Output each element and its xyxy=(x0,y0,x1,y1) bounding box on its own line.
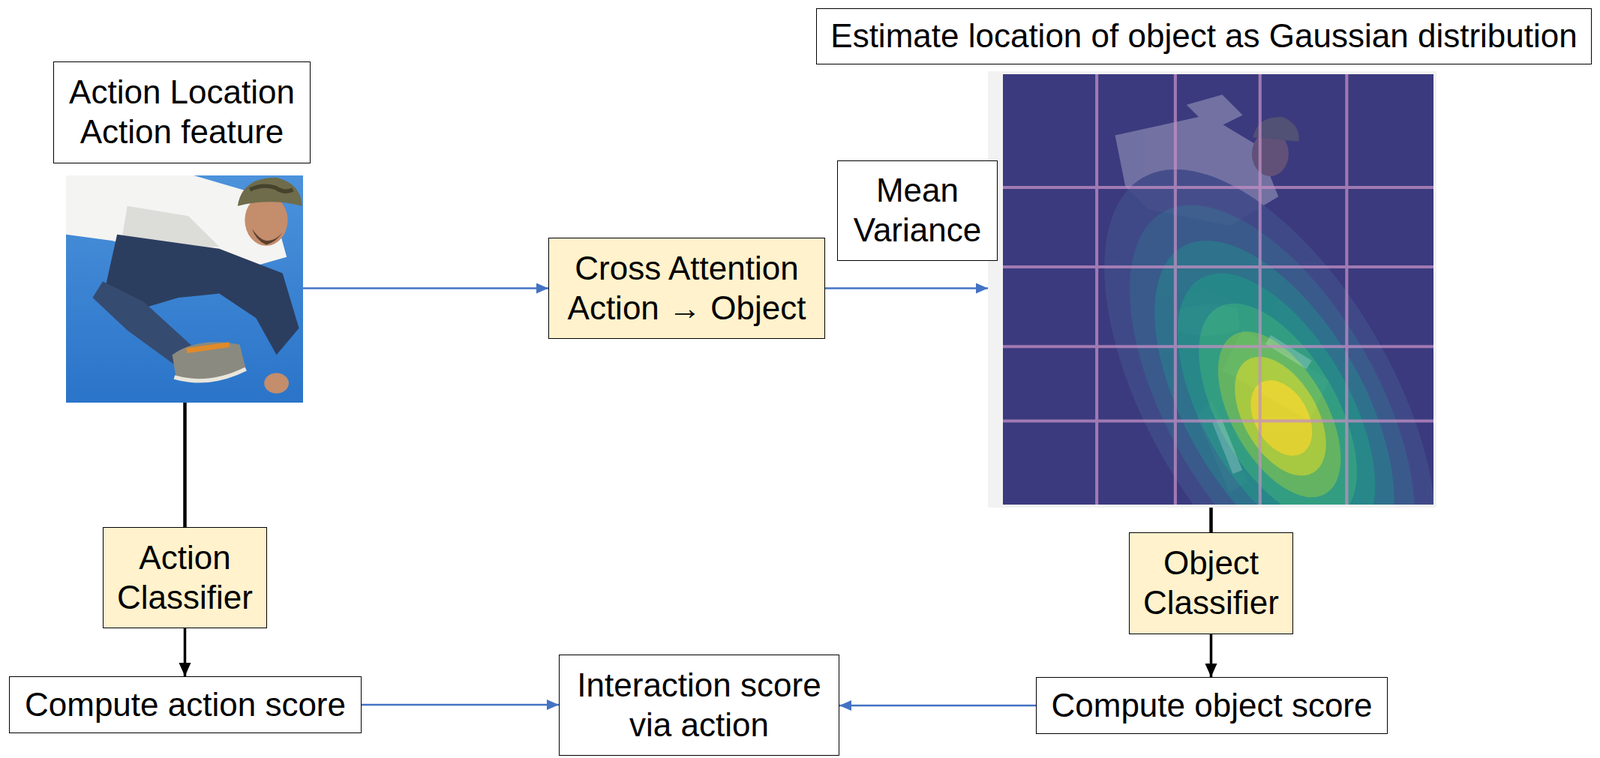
ring xyxy=(1166,278,1390,505)
grid-line xyxy=(1002,265,1434,269)
grid-line xyxy=(1258,74,1262,505)
grid-line xyxy=(1173,74,1177,505)
faint-wheels xyxy=(1217,339,1309,473)
faint-arm xyxy=(1186,94,1243,131)
sky xyxy=(66,175,304,403)
parameter-box: Mean Variance xyxy=(837,160,998,262)
node-text: Action Classifier xyxy=(109,538,261,619)
node-text: Object Classifier xyxy=(1135,543,1287,624)
grid-line xyxy=(1344,74,1348,505)
action-input: Action LocationAction feature xyxy=(53,61,311,403)
ring xyxy=(1238,369,1326,468)
image-area xyxy=(987,71,1437,508)
grid-line xyxy=(1002,186,1434,190)
shoe-sole xyxy=(174,369,246,382)
node-text: Compute action score xyxy=(24,685,346,726)
connector xyxy=(303,287,549,290)
label-box: Estimate location of object as Gaussian … xyxy=(816,8,1592,65)
node-text: Cross Attention Action → Object xyxy=(555,249,819,329)
beard xyxy=(252,228,283,246)
attention-box: Cross Attention Action → Object xyxy=(548,237,826,340)
grid-line xyxy=(1002,419,1434,423)
classifier-box: Object Classifier xyxy=(1128,532,1294,635)
node-text: Interaction score via action xyxy=(565,666,833,746)
jeans xyxy=(105,234,300,355)
score-box: Interaction score via action xyxy=(558,654,840,757)
node-text: Action Location xyxy=(69,72,295,113)
ring xyxy=(1071,159,1434,505)
ring xyxy=(1137,241,1416,505)
action-photo xyxy=(66,175,304,403)
connector xyxy=(825,287,988,290)
grid-line xyxy=(1002,345,1434,349)
score-box: Compute action score xyxy=(9,676,362,734)
score-box: Compute object score xyxy=(1035,677,1388,735)
ring xyxy=(1105,202,1434,505)
cap-pattern xyxy=(249,186,293,192)
faint-board-overlay xyxy=(1217,339,1309,473)
label-box: Action LocationAction feature xyxy=(53,61,311,164)
node-text: Mean Variance xyxy=(843,171,991,251)
connector xyxy=(361,704,559,707)
shoe xyxy=(172,342,247,382)
shoe-laces xyxy=(186,345,230,352)
node-text: Compute object score xyxy=(1051,686,1373,727)
connector xyxy=(1209,507,1213,533)
connector xyxy=(839,705,1036,708)
grid-lines xyxy=(1002,74,1434,505)
connector xyxy=(183,628,187,677)
classifier-box: Action Classifier xyxy=(102,527,268,629)
node-text: Action feature xyxy=(80,112,285,153)
ring xyxy=(1192,311,1366,505)
gaussian-heatmap xyxy=(1002,74,1434,505)
hand xyxy=(264,373,289,394)
cap xyxy=(237,177,303,207)
node-text: Estimate location of object as Gaussian … xyxy=(830,16,1577,57)
image-area xyxy=(66,175,304,403)
connector xyxy=(183,402,187,528)
grid-line xyxy=(1095,74,1099,505)
connector xyxy=(1209,634,1213,678)
